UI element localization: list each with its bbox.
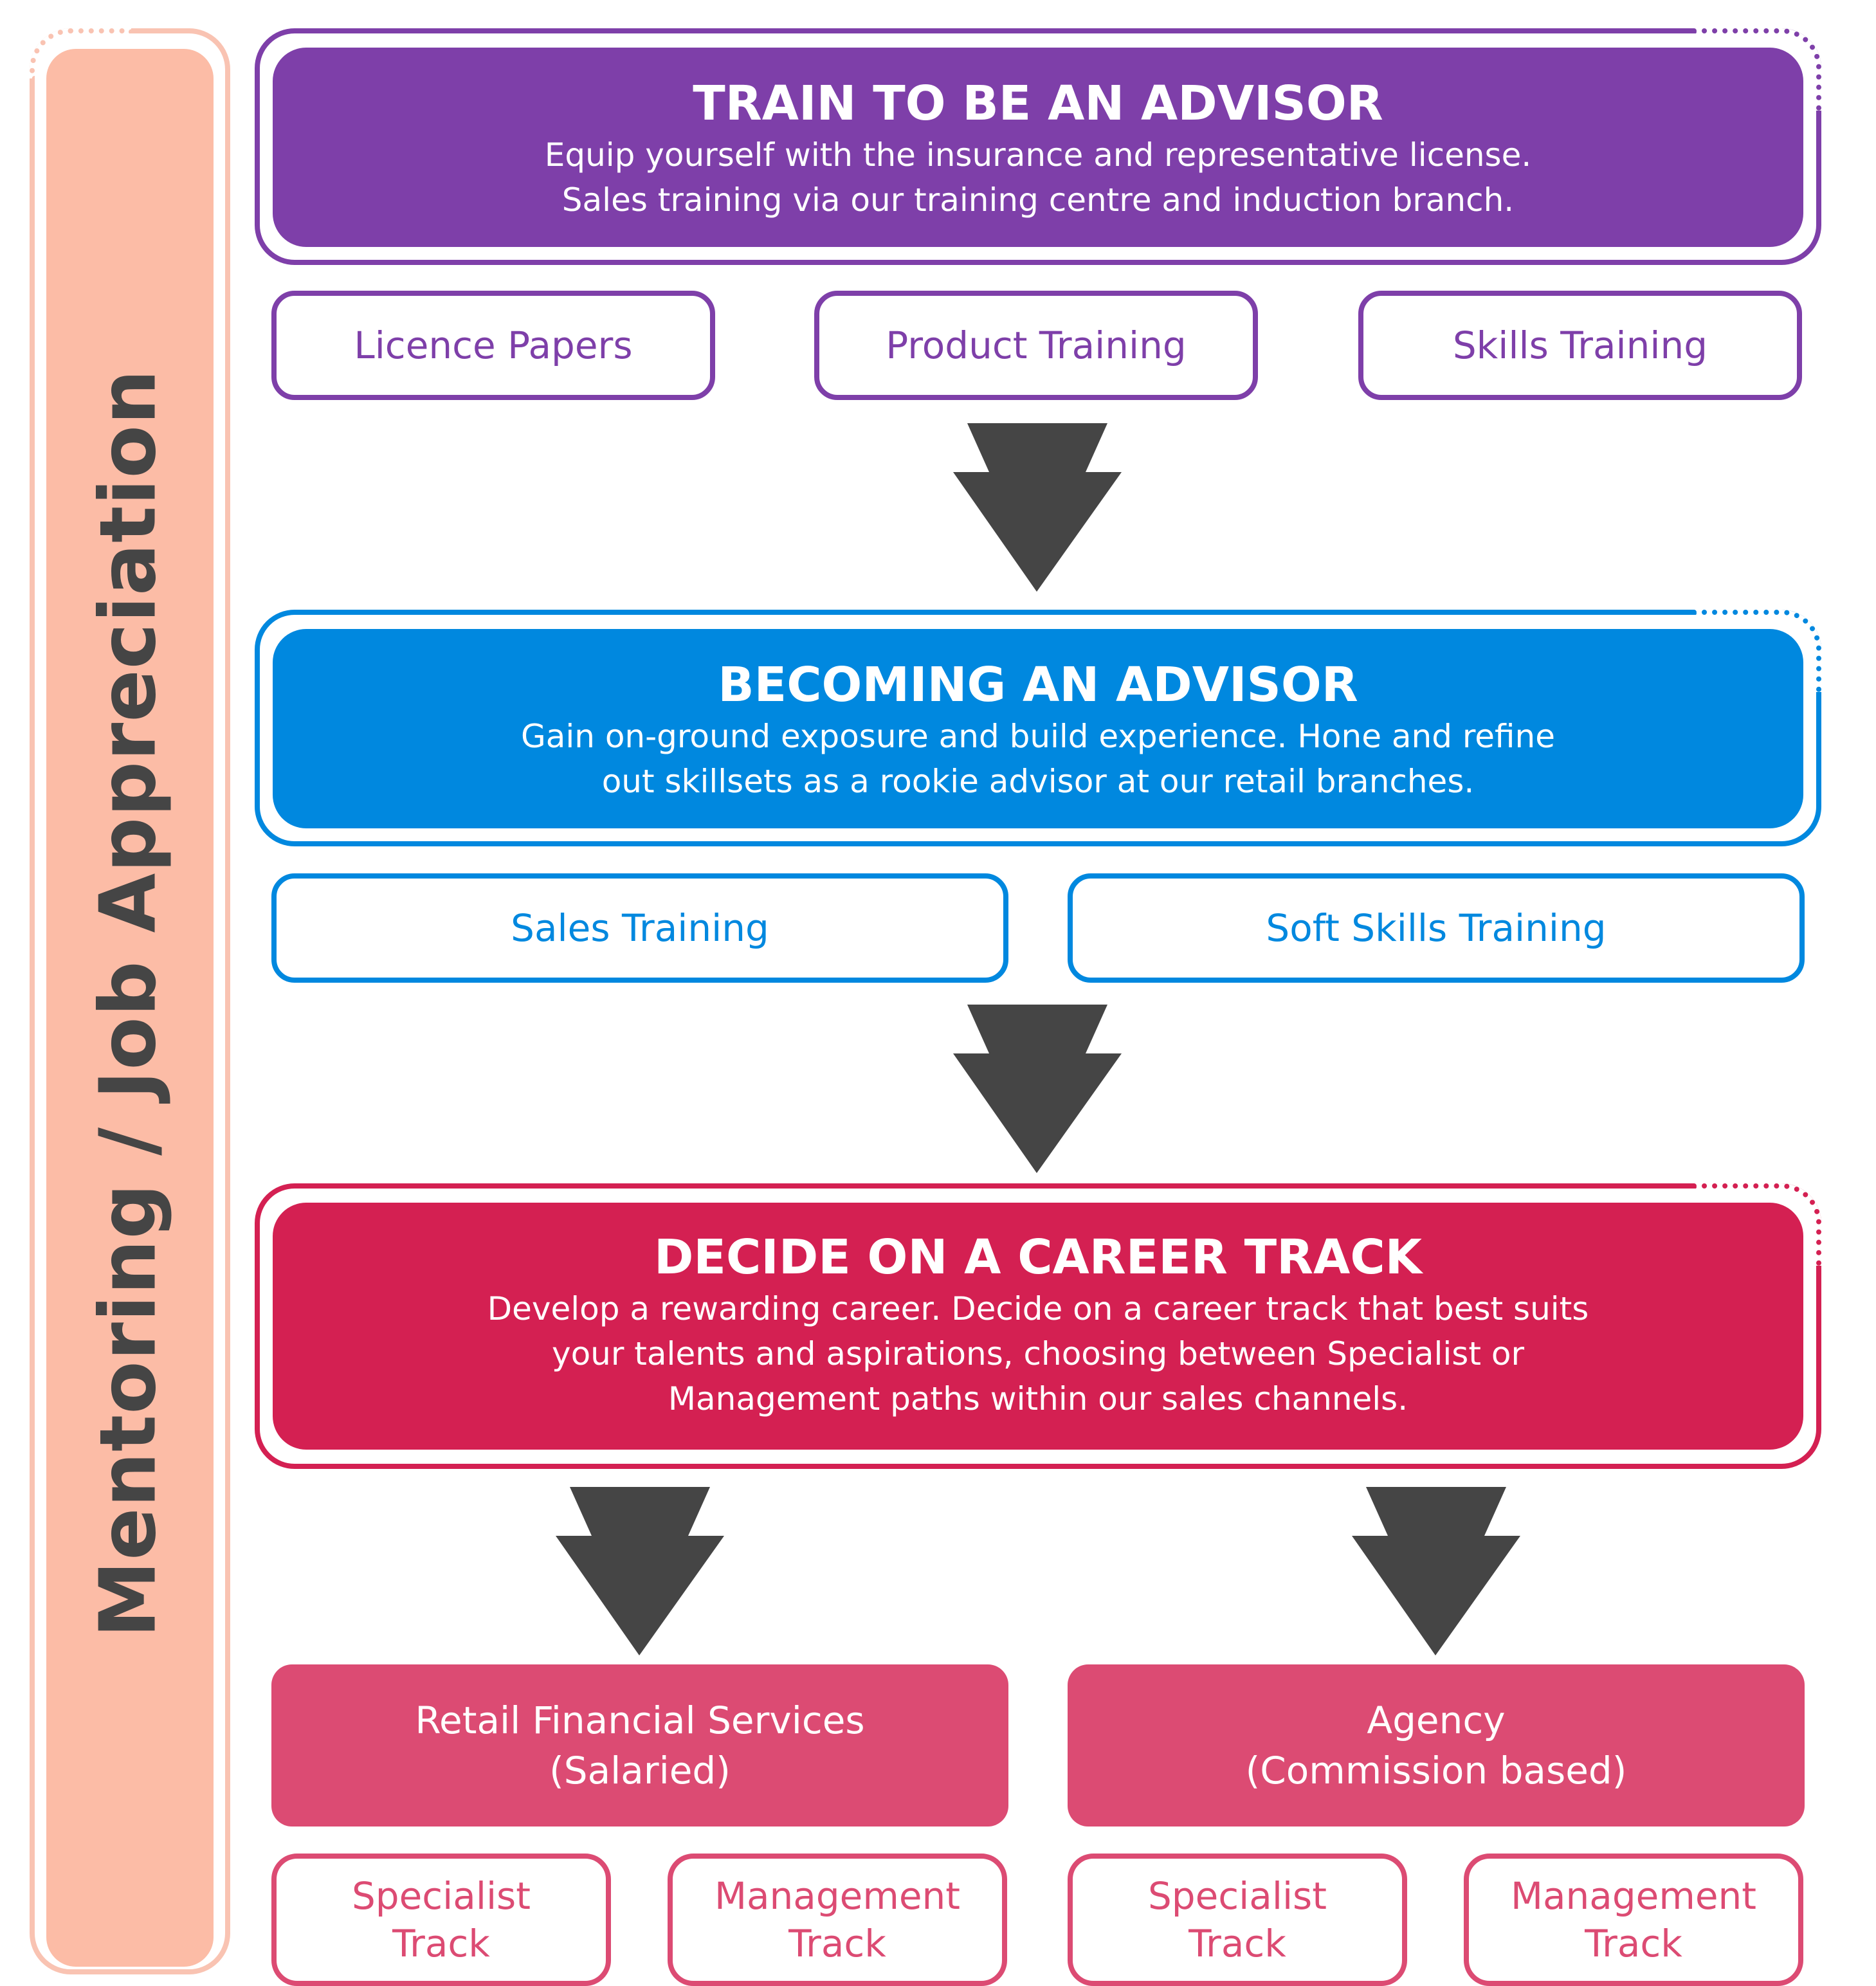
retail-management-line-1: Management [714, 1874, 961, 1918]
retail-specialist-line-1: Specialist [351, 1874, 531, 1918]
retail-track-name: Retail Financial Services [415, 1699, 865, 1742]
arrow-down-2 [953, 1005, 1122, 1173]
retail-specialist-line-2: Track [392, 1922, 490, 1965]
agency-management-line-1: Management [1510, 1874, 1757, 1918]
stage-2-desc-line-2: out skillsets as a rookie advisor at our… [601, 763, 1475, 800]
agency-box: Agency (Commission based) [1068, 1664, 1805, 1827]
soft-skills-training-pill: Soft Skills Training [1068, 873, 1805, 983]
stage-1-desc-line-1: Equip yourself with the insurance and re… [544, 136, 1532, 174]
product-training-pill: Product Training [814, 291, 1258, 400]
retail-track-note: (Salaried) [549, 1749, 731, 1792]
soft-skills-training-label: Soft Skills Training [1266, 906, 1607, 950]
agency-track-name: Agency [1367, 1699, 1506, 1742]
arrow-down-1 [953, 423, 1122, 592]
agency-specialist-track-pill: Specialist Track [1068, 1854, 1407, 1986]
stage-1-box: TRAIN TO BE AN ADVISOR Equip yourself wi… [273, 48, 1803, 247]
skills-training-label: Skills Training [1452, 323, 1708, 367]
agency-management-line-2: Track [1585, 1922, 1682, 1965]
sales-training-pill: Sales Training [271, 873, 1008, 983]
stage-2-desc-line-1: Gain on-ground exposure and build experi… [520, 718, 1555, 755]
stage-2-box: BECOMING AN ADVISOR Gain on-ground expos… [273, 629, 1803, 828]
licence-papers-pill: Licence Papers [271, 291, 715, 400]
retail-management-line-2: Track [788, 1922, 886, 1965]
stage-1-desc-line-2: Sales training via our training centre a… [561, 181, 1515, 219]
licence-papers-label: Licence Papers [354, 323, 633, 367]
stage-3-desc-line-2: your talents and aspirations, choosing b… [551, 1335, 1524, 1372]
mentoring-label: Mentoring / Job Appreciation [84, 369, 174, 1638]
agency-specialist-line-2: Track [1188, 1922, 1286, 1965]
stage-3-desc-line-3: Management paths within our sales channe… [668, 1380, 1408, 1417]
agency-track-note: (Commission based) [1245, 1749, 1627, 1792]
retail-financial-services-box: Retail Financial Services (Salaried) [271, 1664, 1008, 1827]
stage-3-desc-line-1: Develop a rewarding career. Decide on a … [487, 1290, 1589, 1327]
arrow-down-agency [1352, 1487, 1520, 1655]
agency-specialist-line-1: Specialist [1147, 1874, 1327, 1918]
retail-management-track-pill: Management Track [668, 1854, 1007, 1986]
sales-training-label: Sales Training [511, 906, 769, 950]
agency-management-track-pill: Management Track [1464, 1854, 1803, 1986]
stage-1-title: TRAIN TO BE AN ADVISOR [693, 76, 1383, 131]
arrow-down-retail [556, 1487, 724, 1655]
stage-3-title: DECIDE ON A CAREER TRACK [654, 1230, 1422, 1285]
stage-2-title: BECOMING AN ADVISOR [718, 657, 1358, 713]
stage-3-box: DECIDE ON A CAREER TRACK Develop a rewar… [273, 1203, 1803, 1450]
product-training-label: Product Training [886, 323, 1187, 367]
mentoring-bar [46, 49, 214, 1967]
skills-training-pill: Skills Training [1358, 291, 1802, 400]
retail-specialist-track-pill: Specialist Track [271, 1854, 611, 1986]
